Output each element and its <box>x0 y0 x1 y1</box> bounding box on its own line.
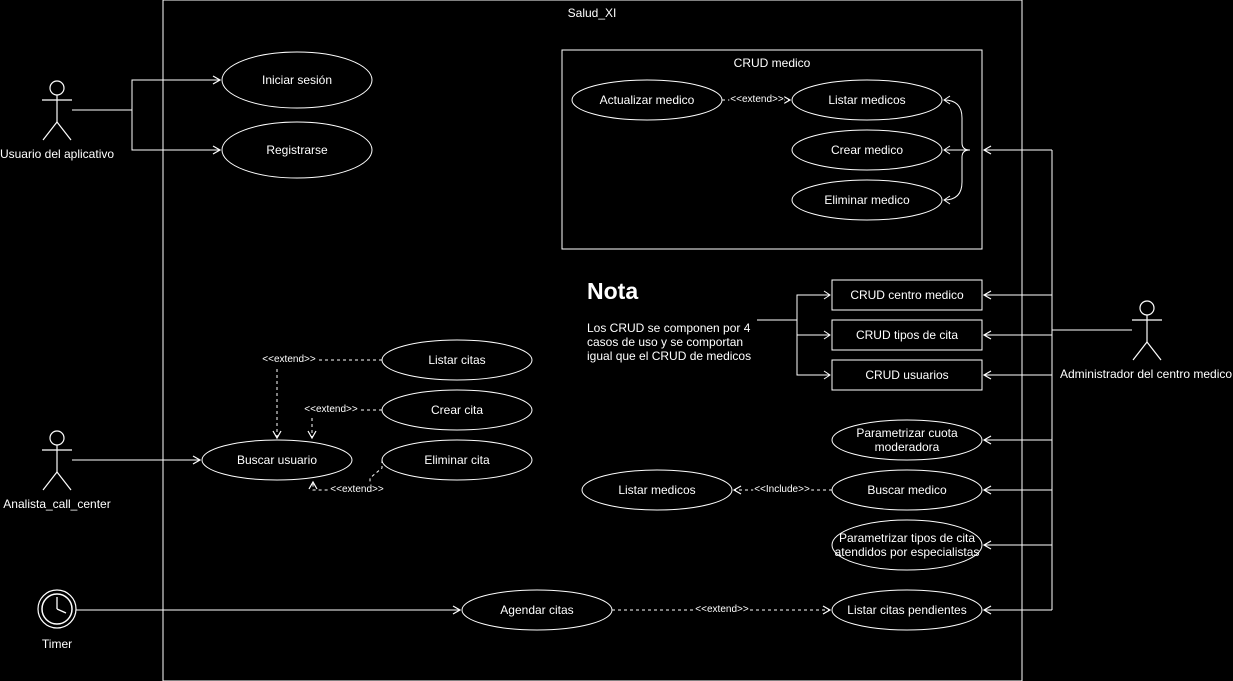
assoc-usuario <box>72 75 222 155</box>
uc-crud-usuarios[interactable] <box>831 359 983 391</box>
uc-param-tipos-label: Parametrizar tipos de cita atendidos por… <box>834 531 980 559</box>
actor-usuario-figure[interactable] <box>42 80 72 141</box>
assoc-admin <box>982 145 1132 615</box>
timer-clock-icon[interactable] <box>37 589 77 629</box>
package-title: CRUD medico <box>733 56 811 70</box>
uc-listar-medicos-label: Listar medicos <box>618 483 696 497</box>
uc-listar-medicos[interactable] <box>581 469 733 511</box>
uc-crud-centro-label: CRUD centro medico <box>850 288 964 302</box>
actor-admin-figure[interactable] <box>1132 300 1162 361</box>
note-body: Los CRUD se componen por 4 casos de uso … <box>587 321 752 363</box>
crud-medico-brace <box>943 95 971 205</box>
uc-crud-centro[interactable] <box>831 279 983 311</box>
uc-eliminar-medico-label: Eliminar medico <box>824 193 910 207</box>
uc-listar-medicos-pkg[interactable] <box>791 79 943 121</box>
system-title: Salud_XI <box>567 6 617 20</box>
actor-analista-label: Analista_call_center <box>3 497 111 511</box>
uc-param-cuota-label: Parametrizar cuota moderadora <box>856 426 958 454</box>
rel-extend-listar-label: <<extend>> <box>261 353 317 367</box>
uc-buscar-medico-label: Buscar medico <box>867 483 947 497</box>
uc-eliminar-medico[interactable] <box>791 179 943 221</box>
actor-admin-label: Administrador del centro medico <box>1059 367 1233 381</box>
crud-medico-package <box>561 49 983 250</box>
uc-param-tipos[interactable] <box>831 519 983 571</box>
uc-crear-medico-label: Crear medico <box>830 143 904 157</box>
rel-extend-crear-label: <<extend>> <box>303 403 359 417</box>
uc-listar-medicos-pkg-label: Listar medicos <box>828 93 906 107</box>
uc-eliminar-cita-label: Eliminar cita <box>424 453 490 467</box>
uc-listar-pendientes[interactable] <box>831 589 983 631</box>
rel-extend-medico-label: <<extend>> <box>729 93 785 107</box>
note-bracket <box>757 290 831 380</box>
rel-extend-agendar-label: <<extend>> <box>694 603 750 617</box>
uc-crear-medico[interactable] <box>791 129 943 171</box>
uc-iniciar-sesion-label: Iniciar sesión <box>261 73 333 87</box>
system-boundary <box>162 0 1023 681</box>
uc-buscar-usuario-label: Buscar usuario <box>236 453 318 467</box>
actor-timer-label: Timer <box>41 637 73 651</box>
uc-registrarse[interactable] <box>221 121 373 179</box>
uc-listar-pendientes-label: Listar citas pendientes <box>847 603 967 617</box>
actor-usuario-label: Usuario del aplicativo <box>0 147 115 161</box>
uc-actualizar-medico-label: Actualizar medico <box>599 93 695 107</box>
uc-iniciar-sesion[interactable] <box>221 51 373 109</box>
uc-listar-citas-label: Listar citas <box>428 353 486 367</box>
uc-buscar-usuario[interactable] <box>201 439 353 481</box>
uc-registrarse-label: Registrarse <box>266 143 328 157</box>
actor-analista-figure[interactable] <box>42 430 72 491</box>
uc-crear-cita-label: Crear cita <box>430 403 483 417</box>
uc-crud-usuarios-label: CRUD usuarios <box>865 368 949 382</box>
uc-crud-tipos-label: CRUD tipos de cita <box>855 328 959 342</box>
rel-include-buscar-label: <<Include>> <box>753 483 811 497</box>
note-title: Nota <box>587 278 639 304</box>
rel-extend-eliminar-label: <<extend>> <box>329 483 385 497</box>
uc-param-cuota[interactable] <box>831 419 983 461</box>
uc-agendar-citas-label: Agendar citas <box>500 603 574 617</box>
uc-crud-tipos[interactable] <box>831 319 983 351</box>
